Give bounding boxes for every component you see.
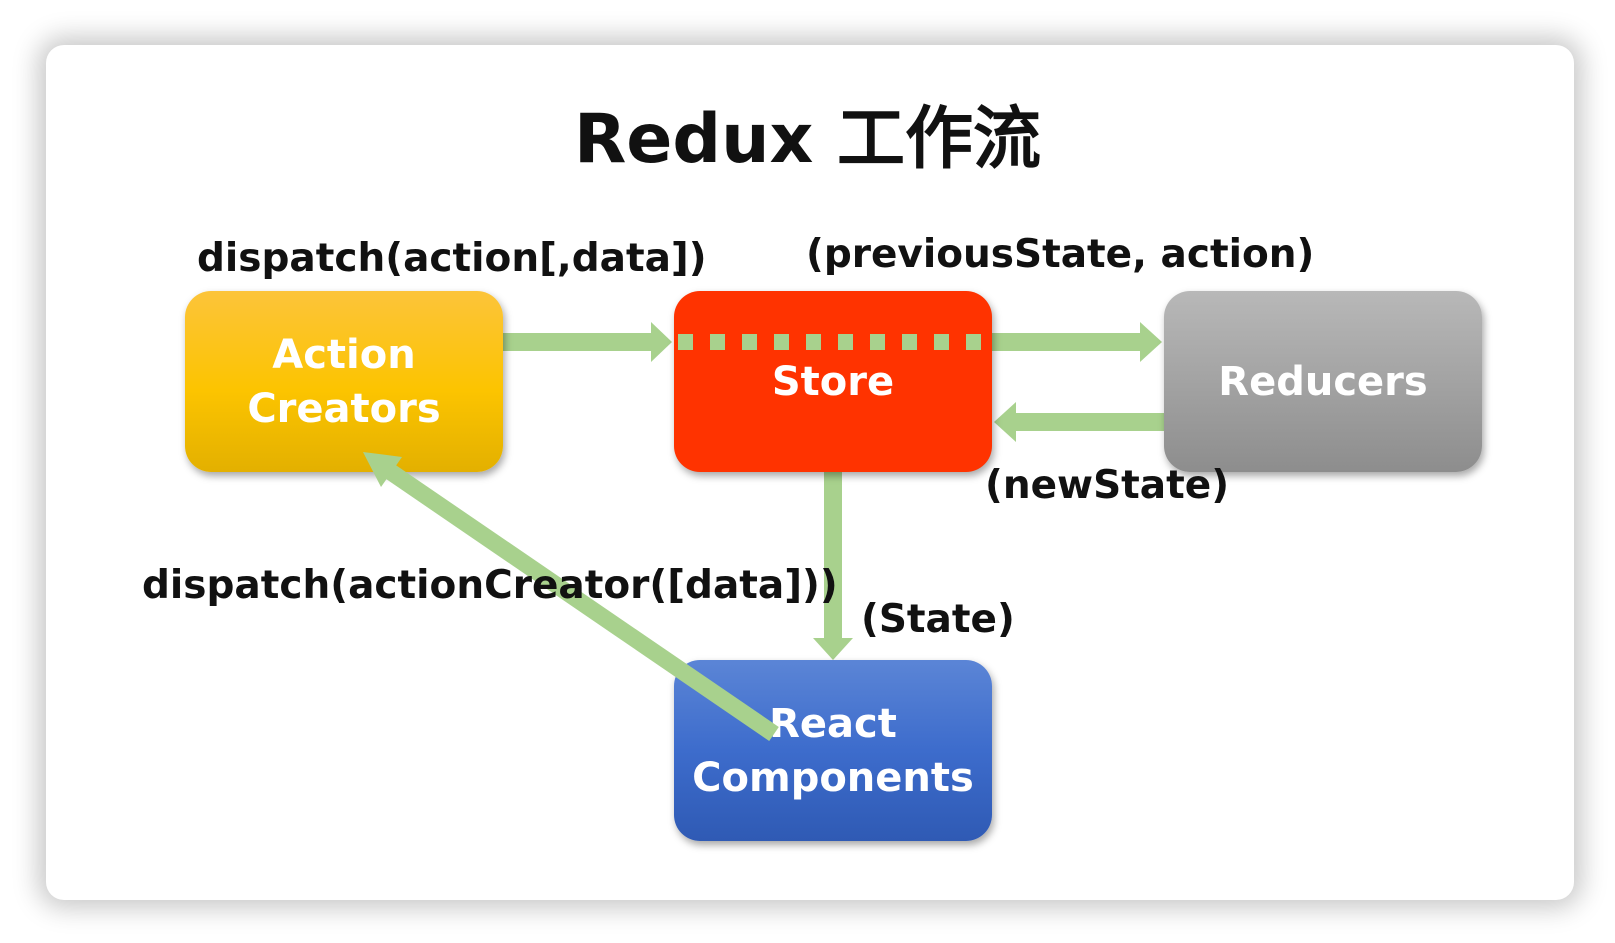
action-creators-label-line1: Action [272, 331, 416, 378]
react-components-node: React Components [674, 660, 992, 841]
diagram-title: Redux 工作流 [573, 100, 1042, 179]
store-label: Store [771, 358, 895, 405]
label-dispatch-action-creator: dispatch(actionCreator([data])) [142, 563, 838, 608]
action-creators-label-line2: Creators [247, 385, 441, 432]
react-components-label-line2: Components [692, 754, 974, 801]
label-state: (State) [861, 597, 1015, 642]
react-components-label-line1: React [769, 700, 897, 747]
action-creators-node: Action Creators [185, 291, 503, 472]
reducers-node: Reducers [1164, 291, 1482, 472]
label-dispatch-action: dispatch(action[,data]) [197, 236, 707, 281]
label-previous-state: (previousState, action) [806, 232, 1315, 277]
reducers-label: Reducers [1218, 358, 1428, 405]
store-node: Store [674, 291, 992, 472]
label-new-state: (newState) [985, 463, 1230, 508]
